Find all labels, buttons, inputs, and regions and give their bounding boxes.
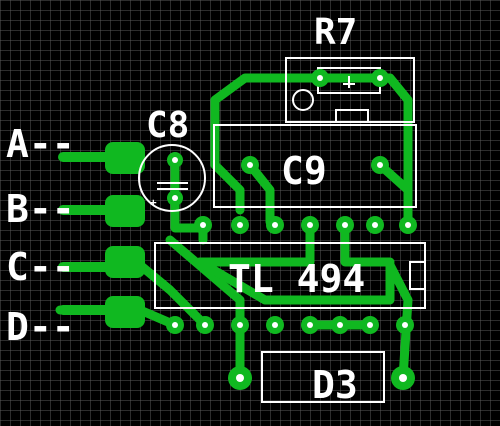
pad-d	[105, 296, 145, 328]
trace-ic-right	[340, 223, 395, 267]
trace-ic-bus	[195, 257, 395, 305]
through-hole-pads	[166, 69, 417, 390]
label-input-c: C--	[6, 245, 75, 289]
ic-notch	[409, 261, 426, 290]
label-input-b: B--	[6, 187, 75, 231]
finger-a	[58, 152, 118, 162]
label-r7: R7	[314, 12, 357, 53]
component-labels: R7 C8 C9 TL 494 D3 A-- B-- C-- D-- +	[6, 12, 365, 407]
pad-b	[105, 195, 145, 227]
input-connectors	[58, 142, 145, 328]
silkscreen	[138, 57, 426, 403]
trace-c9-left	[245, 160, 275, 227]
c8-outline	[138, 144, 206, 212]
label-c9: C9	[281, 149, 327, 193]
trace-ic-mid	[195, 223, 315, 267]
c9-outline	[213, 124, 417, 208]
label-d3: D3	[312, 363, 358, 407]
c8-polarity-mark: +	[150, 196, 157, 209]
d3-outline	[261, 351, 385, 403]
finger-b	[58, 205, 118, 215]
trace-d3-right	[385, 260, 413, 383]
label-input-d: D--	[6, 305, 75, 349]
pad-c	[105, 246, 145, 278]
r7-tab	[335, 109, 369, 123]
pad-a	[105, 142, 145, 174]
label-input-a: A--	[6, 122, 75, 166]
r7-marker	[292, 89, 314, 111]
label-c8: C8	[146, 105, 189, 146]
finger-c	[58, 262, 118, 272]
trace-input-c	[135, 260, 210, 330]
label-ic: TL 494	[228, 257, 365, 301]
trace-r7-loop	[210, 73, 413, 233]
finger-d	[58, 305, 118, 315]
